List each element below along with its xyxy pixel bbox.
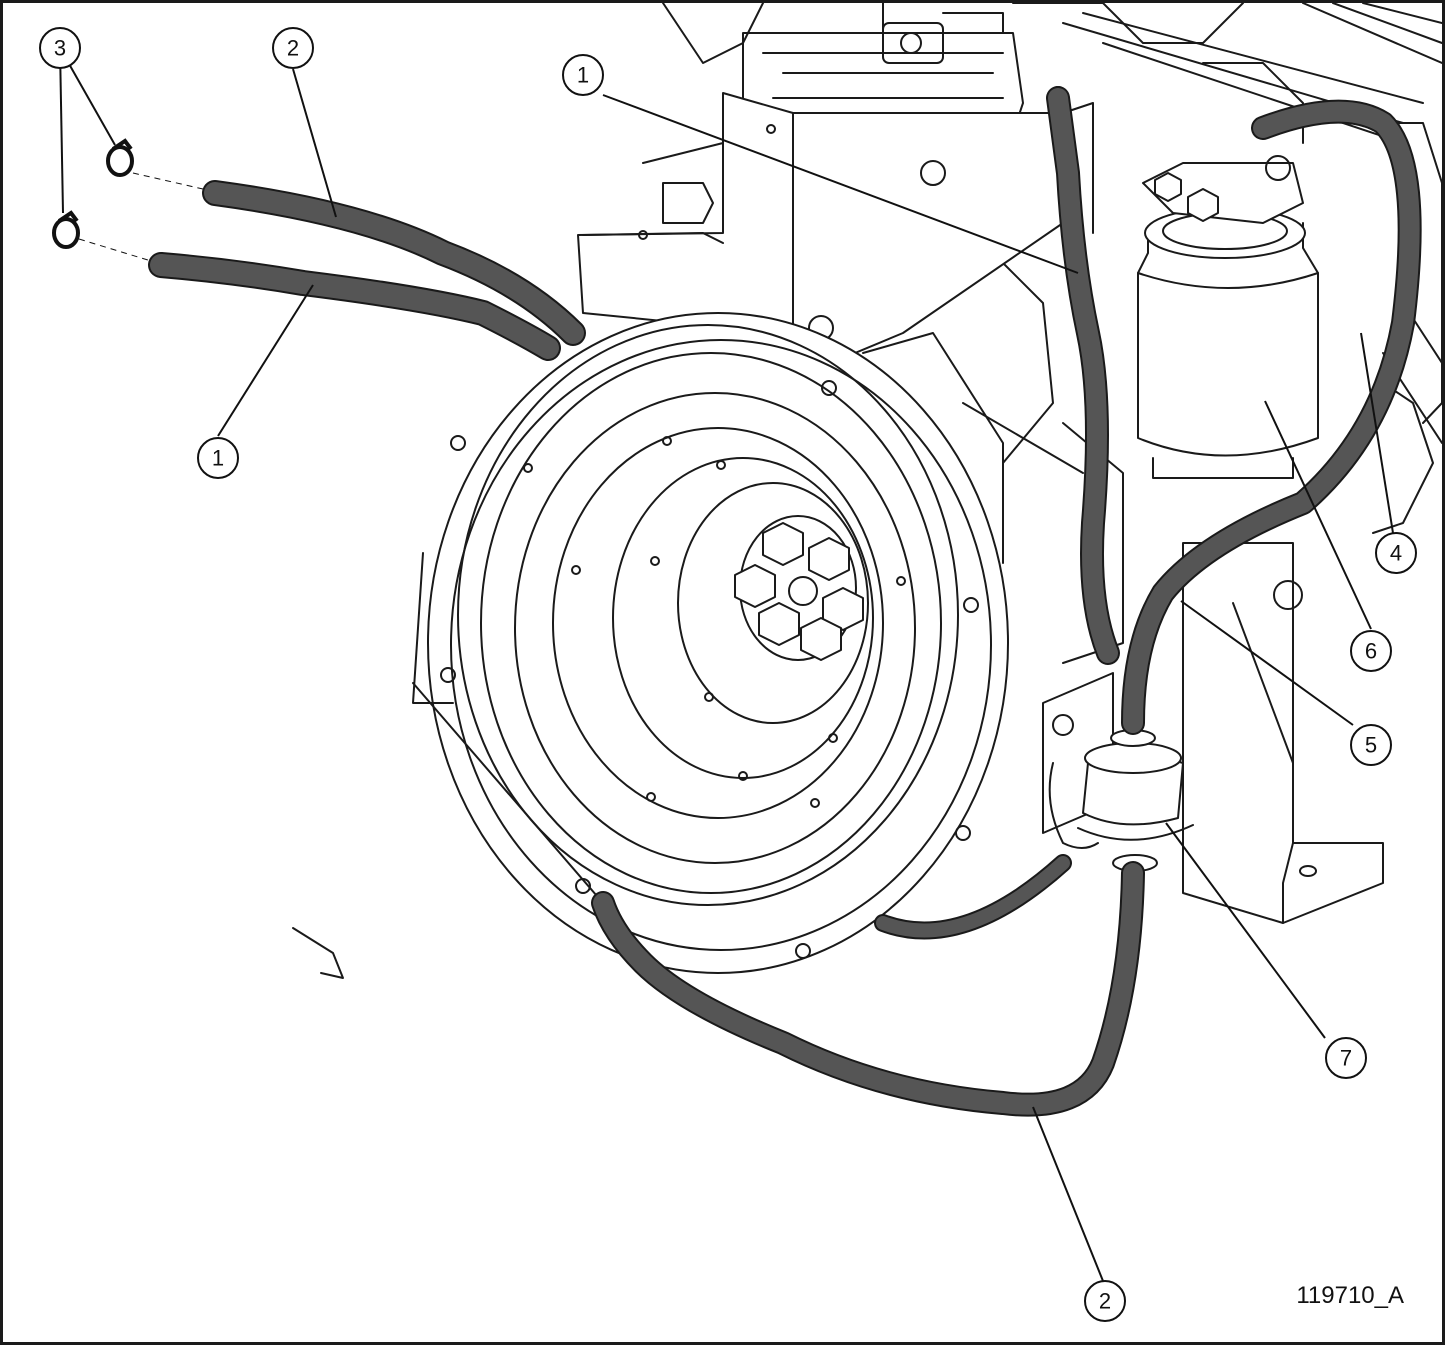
callout-2: 2 bbox=[272, 27, 314, 69]
hose-clamp bbox=[106, 145, 134, 177]
svg-text:7: 7 bbox=[1340, 1046, 1352, 1071]
svg-text:4: 4 bbox=[1390, 541, 1402, 566]
hose-clamp bbox=[52, 217, 80, 249]
hose-1-loose bbox=[150, 254, 559, 359]
fuel-pump bbox=[1042, 672, 1194, 849]
svg-text:1: 1 bbox=[212, 446, 224, 471]
callout-6: 6 bbox=[1350, 630, 1392, 672]
callout-1: 1 bbox=[562, 54, 604, 96]
assembly-lines bbox=[78, 172, 204, 262]
callout-1: 1 bbox=[197, 437, 239, 479]
hose-2-loose bbox=[204, 182, 584, 344]
figure-id: 119710_A bbox=[1296, 1282, 1404, 1309]
support-bracket bbox=[1182, 542, 1384, 924]
hose-1-installed bbox=[1048, 88, 1118, 663]
callout-3: 3 bbox=[39, 27, 81, 69]
hose-4-5-installed bbox=[1123, 101, 1420, 733]
fuel-filter bbox=[1137, 155, 1319, 479]
engine-fuel-line-diagram: 3 2 1 1 4 6 5 7 2 bbox=[39, 3, 1442, 1322]
hose-clamps bbox=[52, 138, 134, 249]
hose-2-installed bbox=[593, 863, 1143, 1115]
svg-text:2: 2 bbox=[287, 36, 299, 61]
crankshaft-bolts bbox=[734, 522, 864, 661]
callout-7: 7 bbox=[1325, 1037, 1367, 1079]
callout-4: 4 bbox=[1375, 532, 1417, 574]
callout-5: 5 bbox=[1350, 724, 1392, 766]
svg-text:2: 2 bbox=[1099, 1289, 1111, 1314]
svg-text:5: 5 bbox=[1365, 733, 1377, 758]
fuel-hoses bbox=[148, 86, 1422, 1117]
flywheel-housing bbox=[412, 312, 1084, 974]
svg-text:6: 6 bbox=[1365, 639, 1377, 664]
svg-text:3: 3 bbox=[54, 36, 66, 61]
callouts: 3 2 1 1 4 6 5 7 2 bbox=[39, 27, 1417, 1322]
callout-2: 2 bbox=[1084, 1280, 1126, 1322]
svg-text:1: 1 bbox=[577, 63, 589, 88]
